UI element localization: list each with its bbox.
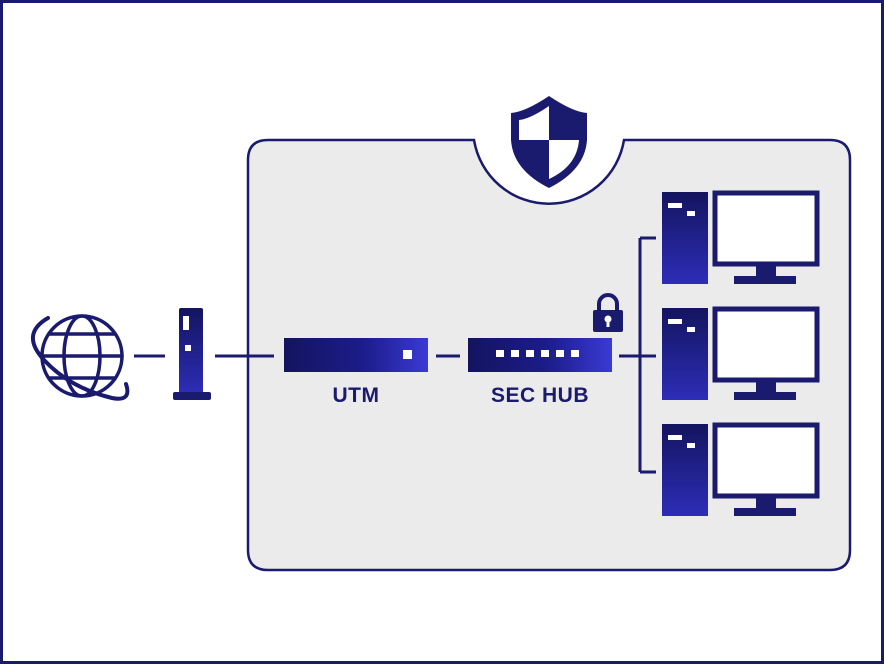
padlock-icon (593, 293, 623, 332)
desktop-computer-icon (662, 306, 820, 400)
switch-icon (468, 338, 612, 372)
router-icon (173, 308, 211, 400)
globe-icon (31, 314, 130, 401)
desktop-computer-icon (662, 190, 820, 284)
desktop-computer-icon (662, 422, 820, 516)
connection-lines (134, 236, 656, 474)
sec-hub-label: SEC HUB (490, 384, 589, 407)
shield-icon (511, 96, 587, 188)
utm-label: UTM (332, 384, 380, 407)
utm-device-icon (284, 338, 428, 372)
